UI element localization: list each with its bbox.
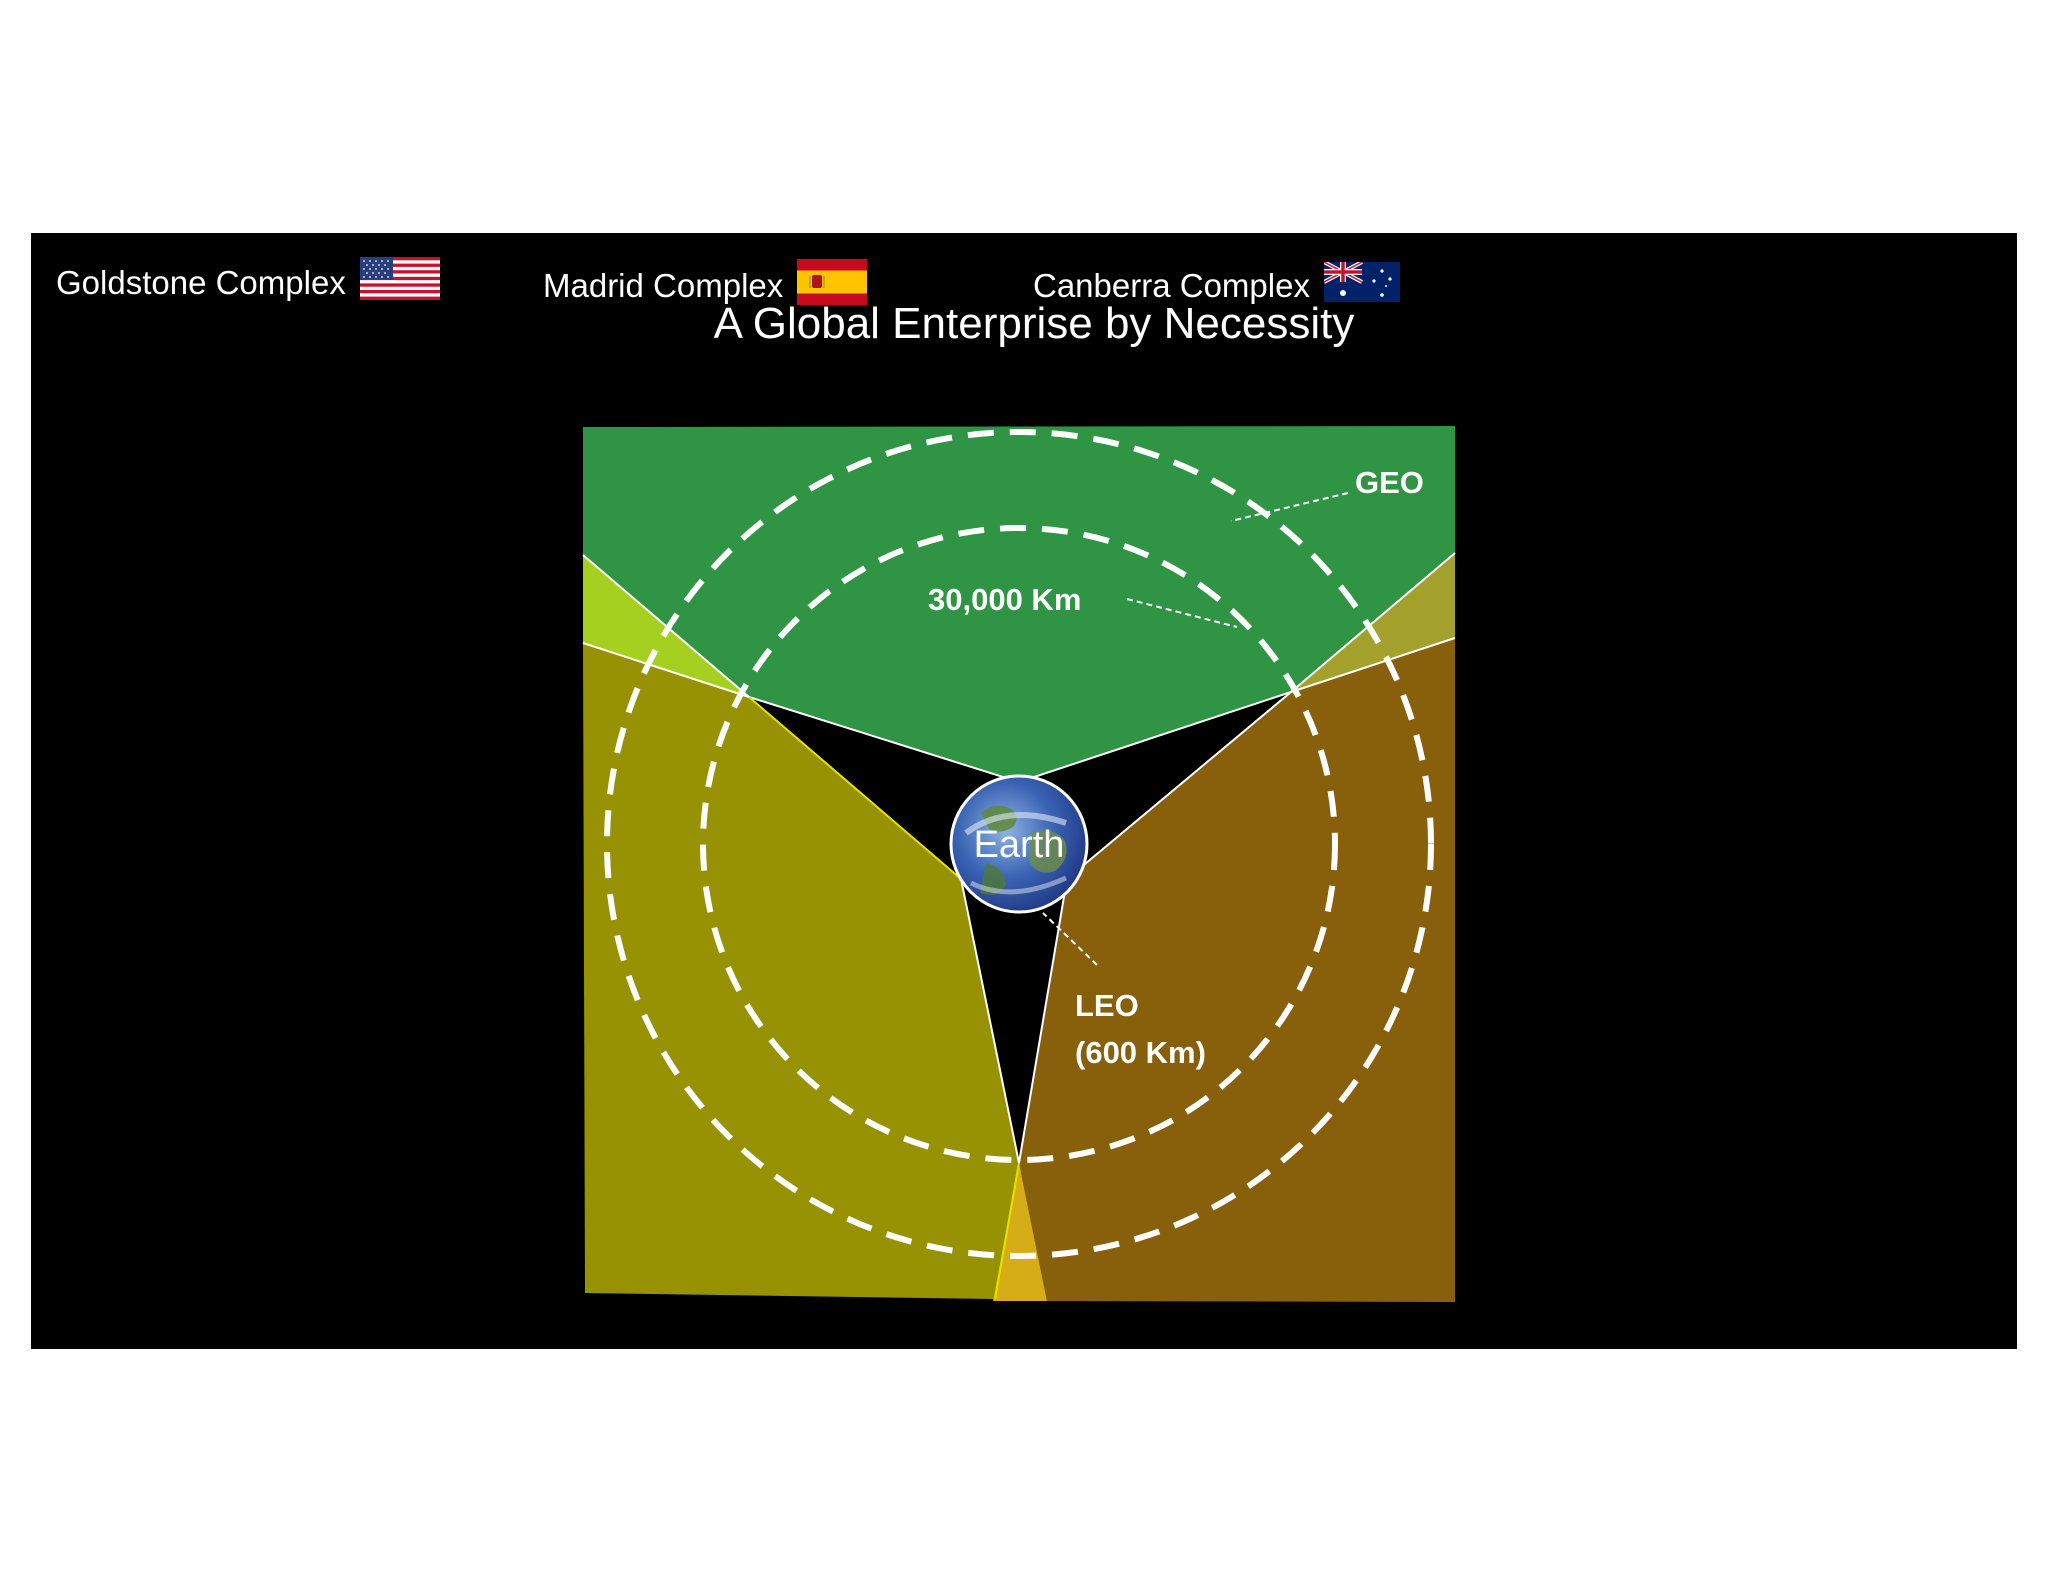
madrid-coverage-region (583, 643, 1023, 1299)
page-title: A Global Enterprise by Necessity (713, 299, 1355, 348)
mid-orbit (700, 525, 1338, 1163)
leo-label-line2: (600 Km) (1075, 1035, 1206, 1070)
australia-flag-icon (1323, 260, 1400, 310)
canberra-coverage-region (1019, 638, 1455, 1302)
uncovered-zone (749, 692, 1291, 1163)
goldstone-complex: Goldstone Complex (56, 257, 440, 308)
earth-icon (949, 774, 1089, 914)
goldstone-complex-label: Goldstone Complex (56, 263, 346, 301)
canberra-complex-label: Canberra Complex (1033, 267, 1310, 304)
madrid-complex-label: Madrid Complex (543, 267, 784, 304)
leo-label-line1: LEO (1075, 988, 1139, 1023)
slide: Goldstone Complex (31, 233, 2017, 1349)
madrid-complex: Madrid Complex (543, 259, 868, 313)
mid-orbit-label: 30,000 Km (928, 582, 1081, 617)
earth-label: Earth (974, 824, 1065, 866)
geo-label: GEO (1355, 465, 1424, 500)
geo-orbit (604, 429, 1434, 1259)
goldstone-coverage-region (583, 426, 1455, 782)
overlap-madrid-canberra (993, 1163, 1047, 1301)
canberra-complex: Canberra Complex (1033, 260, 1400, 310)
coverage-diagram: Earth GEO 30,000 Km LEO (600 Km) (582, 426, 1456, 1302)
usa-flag-icon (359, 257, 440, 308)
spain-flag-icon (797, 259, 868, 313)
